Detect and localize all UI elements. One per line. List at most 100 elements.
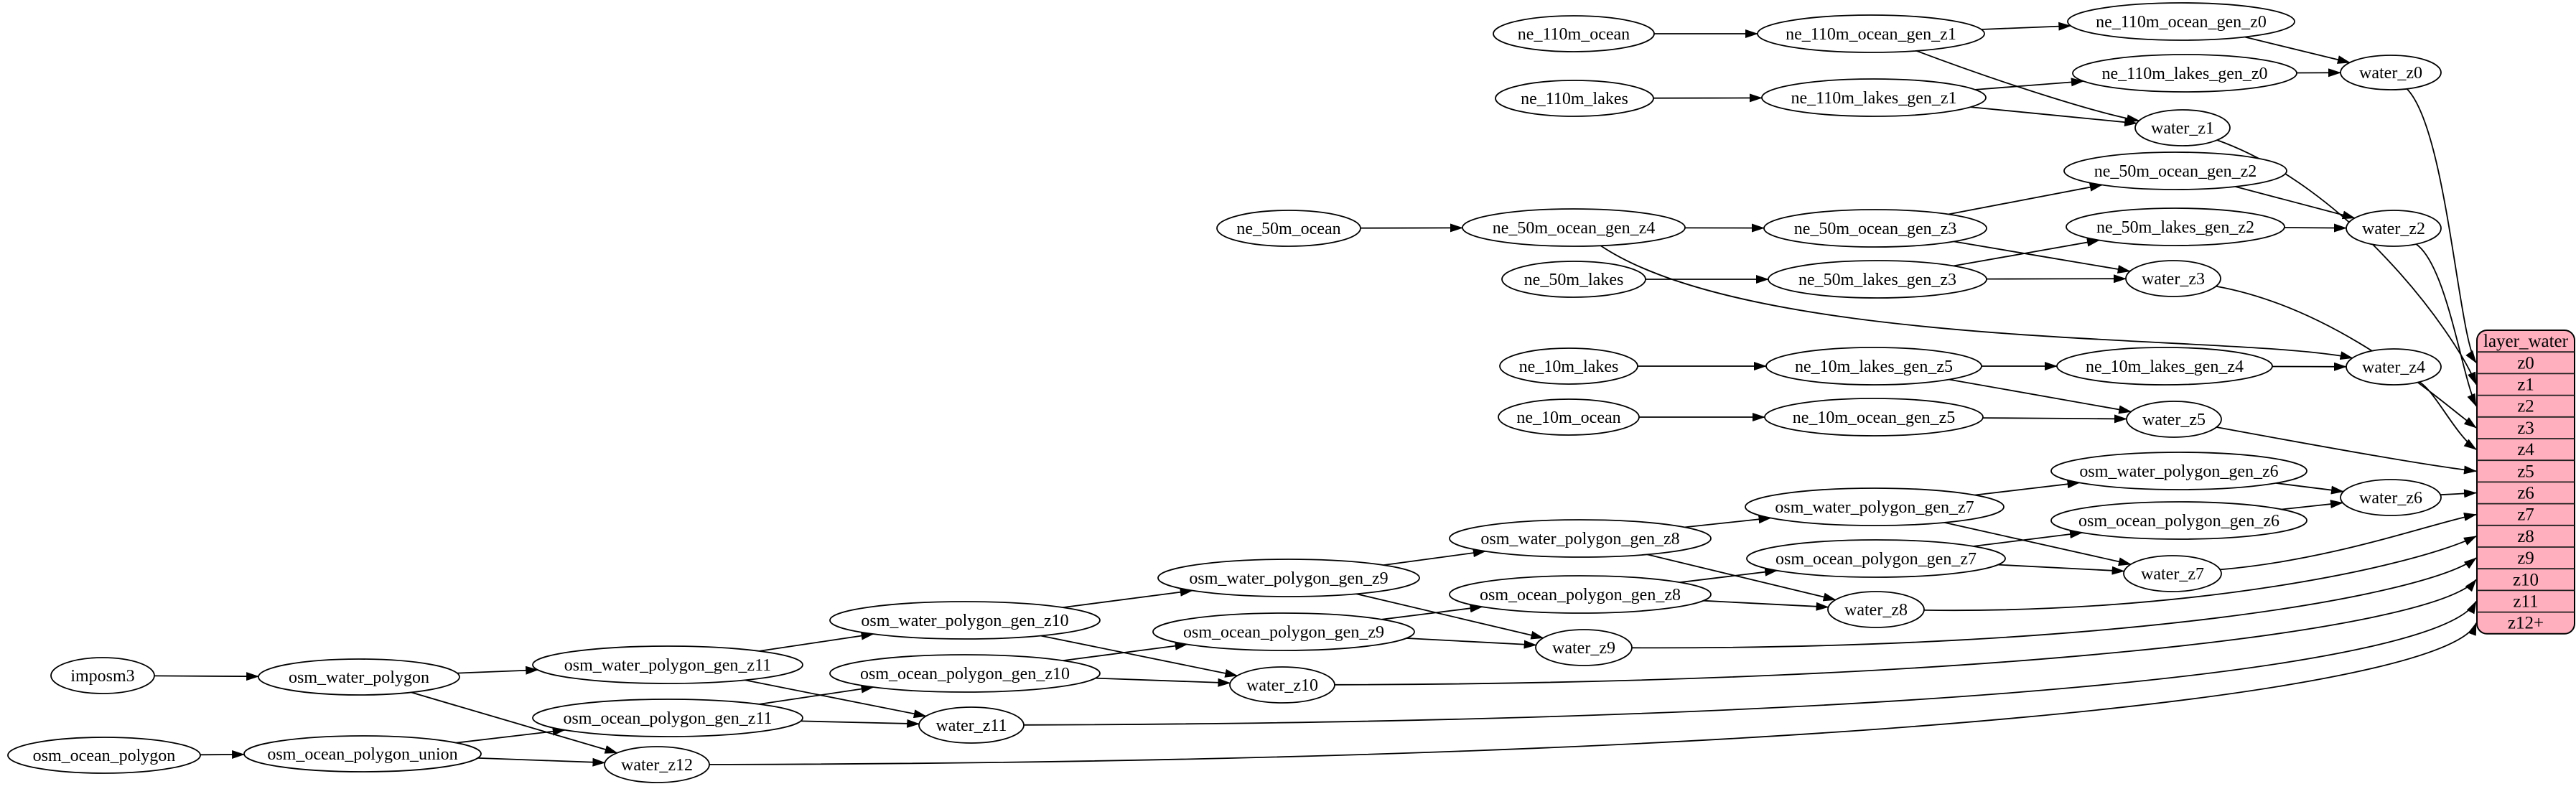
table-row-label: z5 [2517, 462, 2534, 481]
edge-osm_water_polygon_gen_z9->osm_water_polygon_gen_z8 [1383, 548, 1486, 566]
node-ellipse [1761, 78, 1987, 117]
node-ne_50m_ocean_gen_z2: ne_50m_ocean_gen_z2 [2063, 151, 2287, 190]
node-ne_50m_lakes: ne_50m_lakes [1501, 261, 1646, 298]
node-ellipse [243, 735, 482, 772]
node-ne_50m_ocean_gen_z4: ne_50m_ocean_gen_z4 [1462, 208, 1686, 247]
node-osm_ocean_polygon_gen_z7: osm_ocean_polygon_gen_z7 [1746, 539, 2006, 578]
node-ellipse [1495, 80, 1654, 117]
edge-ne_10m_ocean_gen_z5->water_z5 [1982, 414, 2127, 424]
node-ne_50m_lakes_gen_z3: ne_50m_lakes_gen_z3 [1768, 260, 1987, 299]
node-label: osm_ocean_polygon_gen_z7 [1775, 550, 1977, 569]
node-water_z4: water_z4 [2346, 348, 2442, 386]
node-ellipse [1745, 487, 2005, 526]
edge-water_z7->layer_water.z7 [2220, 513, 2477, 571]
node-label: ne_50m_ocean_gen_z2 [2094, 162, 2257, 181]
node-water_z12: water_z12 [604, 746, 710, 783]
node-label: water_z1 [2151, 119, 2214, 138]
node-label: water_z7 [2141, 565, 2204, 584]
node-label: ne_110m_lakes_gen_z0 [2101, 65, 2267, 83]
node-water_z7: water_z7 [2123, 555, 2222, 592]
node-label: osm_ocean_polygon_gen_z6 [2078, 512, 2279, 531]
node-ne_110m_ocean: ne_110m_ocean [1493, 15, 1655, 52]
edge-osm_water_polygon_gen_z8->osm_water_polygon_gen_z7 [1684, 515, 1772, 528]
node-ellipse [7, 737, 201, 774]
node-osm_ocean_polygon_gen_z8: osm_ocean_polygon_gen_z8 [1449, 575, 1712, 614]
table-row-label: z10 [2513, 570, 2539, 589]
edge-osm_ocean_polygon_gen_z7->water_z7 [1997, 564, 2125, 575]
node-label: ne_50m_lakes [1524, 271, 1624, 289]
edge-osm_ocean_polygon_gen_z9->water_z9 [1406, 638, 1537, 649]
edge-osm_water_polygon_gen_z10->water_z10 [1040, 635, 1238, 678]
node-ellipse [532, 699, 803, 737]
table-row-label: z2 [2517, 397, 2534, 416]
node-label: osm_water_polygon [289, 668, 429, 687]
node-water_z8: water_z8 [1827, 591, 1925, 628]
node-ellipse [1746, 539, 2006, 578]
node-ellipse [829, 601, 1101, 640]
node-label: osm_ocean_polygon_union [267, 745, 457, 764]
node-osm_ocean_polygon_gen_z10: osm_ocean_polygon_gen_z10 [829, 654, 1101, 693]
edge-osm_ocean_polygon_gen_z10->water_z10 [1095, 677, 1231, 687]
node-ellipse [2134, 109, 2231, 146]
node-ne_10m_lakes: ne_10m_lakes [1499, 347, 1638, 385]
node-ellipse [2125, 260, 2221, 297]
node-osm_water_polygon_gen_z6: osm_water_polygon_gen_z6 [2050, 452, 2307, 490]
node-label: water_z8 [1844, 601, 1908, 620]
node-label: water_z6 [2359, 489, 2422, 508]
node-label: ne_10m_lakes_gen_z5 [1795, 358, 1953, 376]
node-ne_10m_lakes_gen_z4: ne_10m_lakes_gen_z4 [2056, 347, 2273, 386]
node-label: osm_ocean_polygon [33, 747, 176, 765]
node-label: osm_water_polygon_gen_z7 [1775, 498, 1974, 517]
node-ellipse [1501, 261, 1646, 298]
edge-osm_ocean_polygon_gen_z6->water_z6 [2281, 500, 2343, 510]
edge-osm_water_polygon_gen_z9->water_z9 [1355, 593, 1544, 640]
edge-ne_110m_ocean_gen_z0->water_z0 [2244, 36, 2351, 64]
edge-osm_ocean_polygon_gen_z11->water_z11 [801, 719, 920, 728]
node-osm_ocean_polygon_union: osm_ocean_polygon_union [243, 735, 482, 772]
edge-water_z12->layer_water.z12+ [709, 622, 2477, 765]
node-ellipse [2067, 2, 2295, 41]
node-water_z1: water_z1 [2134, 109, 2231, 146]
edge-ne_110m_lakes_gen_z1->ne_110m_lakes_gen_z0 [1975, 78, 2084, 90]
node-osm_water_polygon: osm_water_polygon [258, 658, 460, 696]
edge-water_z0->layer_water.z0 [2406, 88, 2477, 364]
node-label: osm_water_polygon_gen_z6 [2079, 462, 2278, 481]
table-row-label: z1 [2517, 375, 2534, 395]
edge-osm_ocean_polygon_gen_z9->osm_ocean_polygon_gen_z8 [1381, 604, 1483, 620]
node-ne_110m_lakes_gen_z0: ne_110m_lakes_gen_z0 [2072, 54, 2297, 93]
edge-osm_ocean_polygon_gen_z10->osm_ocean_polygon_gen_z9 [1063, 641, 1188, 661]
node-ne_50m_lakes_gen_z2: ne_50m_lakes_gen_z2 [2066, 207, 2285, 246]
table-row-label: z8 [2517, 527, 2534, 546]
node-label: ne_110m_lakes_gen_z1 [1791, 89, 1956, 108]
node-water_z6: water_z6 [2340, 479, 2442, 516]
node-ellipse [2346, 348, 2442, 386]
node-label: ne_110m_ocean_gen_z0 [2096, 13, 2267, 32]
node-ellipse [258, 658, 460, 696]
edge-water_z9->layer_water.z9 [1631, 557, 2477, 649]
node-ellipse [1462, 208, 1686, 247]
node-ne_10m_ocean_gen_z5: ne_10m_ocean_gen_z5 [1764, 398, 1984, 436]
edge-osm_water_polygon_gen_z7->water_z7 [1944, 522, 2132, 566]
edge-ne_50m_ocean_gen_z3->ne_50m_ocean_gen_z2 [1949, 182, 2103, 215]
node-water_z11: water_z11 [918, 706, 1025, 744]
node-ellipse [2050, 452, 2307, 490]
edge-osm_ocean_polygon_gen_z7->osm_ocean_polygon_gen_z6 [1973, 530, 2083, 547]
node-label: water_z0 [2359, 64, 2422, 83]
node-ellipse [1757, 14, 1985, 53]
edge-osm_water_polygon_gen_z10->osm_water_polygon_gen_z9 [1063, 587, 1193, 608]
node-water_z5: water_z5 [2126, 401, 2222, 438]
node-water_z10: water_z10 [1229, 666, 1335, 704]
node-ellipse [1449, 575, 1712, 614]
edge-osm_ocean_polygon_union->osm_ocean_polygon_gen_z11 [456, 727, 566, 744]
edge-water_z10->layer_water.z10 [1334, 579, 2477, 686]
node-ellipse [829, 654, 1101, 693]
node-label: water_z9 [1552, 639, 1615, 658]
edge-osm_water_polygon_gen_z11->osm_water_polygon_gen_z10 [759, 631, 874, 652]
node-label: imposm3 [70, 667, 134, 686]
table-row-label: z7 [2517, 505, 2534, 525]
edge-osm_water_polygon->osm_water_polygon_gen_z11 [457, 666, 539, 675]
edge-osm_water_polygon_gen_z8->water_z8 [1646, 554, 1837, 602]
node-ellipse [1216, 210, 1361, 247]
node-ellipse [1499, 347, 1638, 385]
node-osm_water_polygon_gen_z10: osm_water_polygon_gen_z10 [829, 601, 1101, 640]
